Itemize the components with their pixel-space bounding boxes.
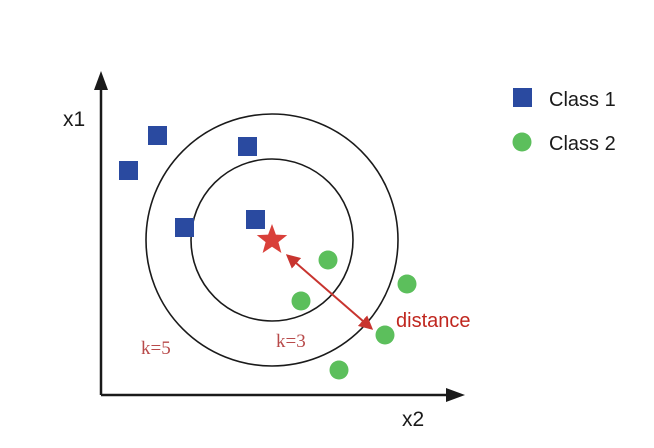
k5-label: k=5: [141, 338, 171, 359]
y-axis-label: x1: [63, 108, 85, 131]
class2-point: [375, 325, 395, 345]
class1-point: [246, 210, 265, 229]
k3-label: k=3: [276, 331, 306, 352]
legend-class1-label: Class 1: [549, 89, 616, 111]
y-axis-arrowhead: [94, 71, 108, 90]
class2-point: [329, 360, 349, 380]
x-axis-arrowhead: [446, 388, 465, 402]
legend-class1-square-icon: [513, 88, 532, 107]
neighborhood-rings: k=5 k=3: [141, 113, 399, 367]
k3-ring: [190, 158, 354, 322]
class1-points: [119, 126, 265, 237]
legend-class2-circle-icon: [512, 132, 532, 152]
class2-point: [291, 291, 311, 311]
distance-label: distance: [396, 310, 471, 332]
class2-point: [318, 250, 338, 270]
axes: x1 x2: [63, 71, 465, 431]
query-point-star-icon: [256, 224, 288, 253]
class1-point: [119, 161, 138, 180]
legend: Class 1 Class 2: [512, 88, 616, 155]
class1-point: [238, 137, 257, 156]
legend-class2-label: Class 2: [549, 133, 616, 155]
distance-arrow: [285, 254, 374, 330]
class1-point: [175, 218, 194, 237]
class2-point: [397, 274, 417, 294]
x-axis-label: x2: [402, 408, 424, 431]
class1-point: [148, 126, 167, 145]
k5-ring: [145, 113, 399, 367]
